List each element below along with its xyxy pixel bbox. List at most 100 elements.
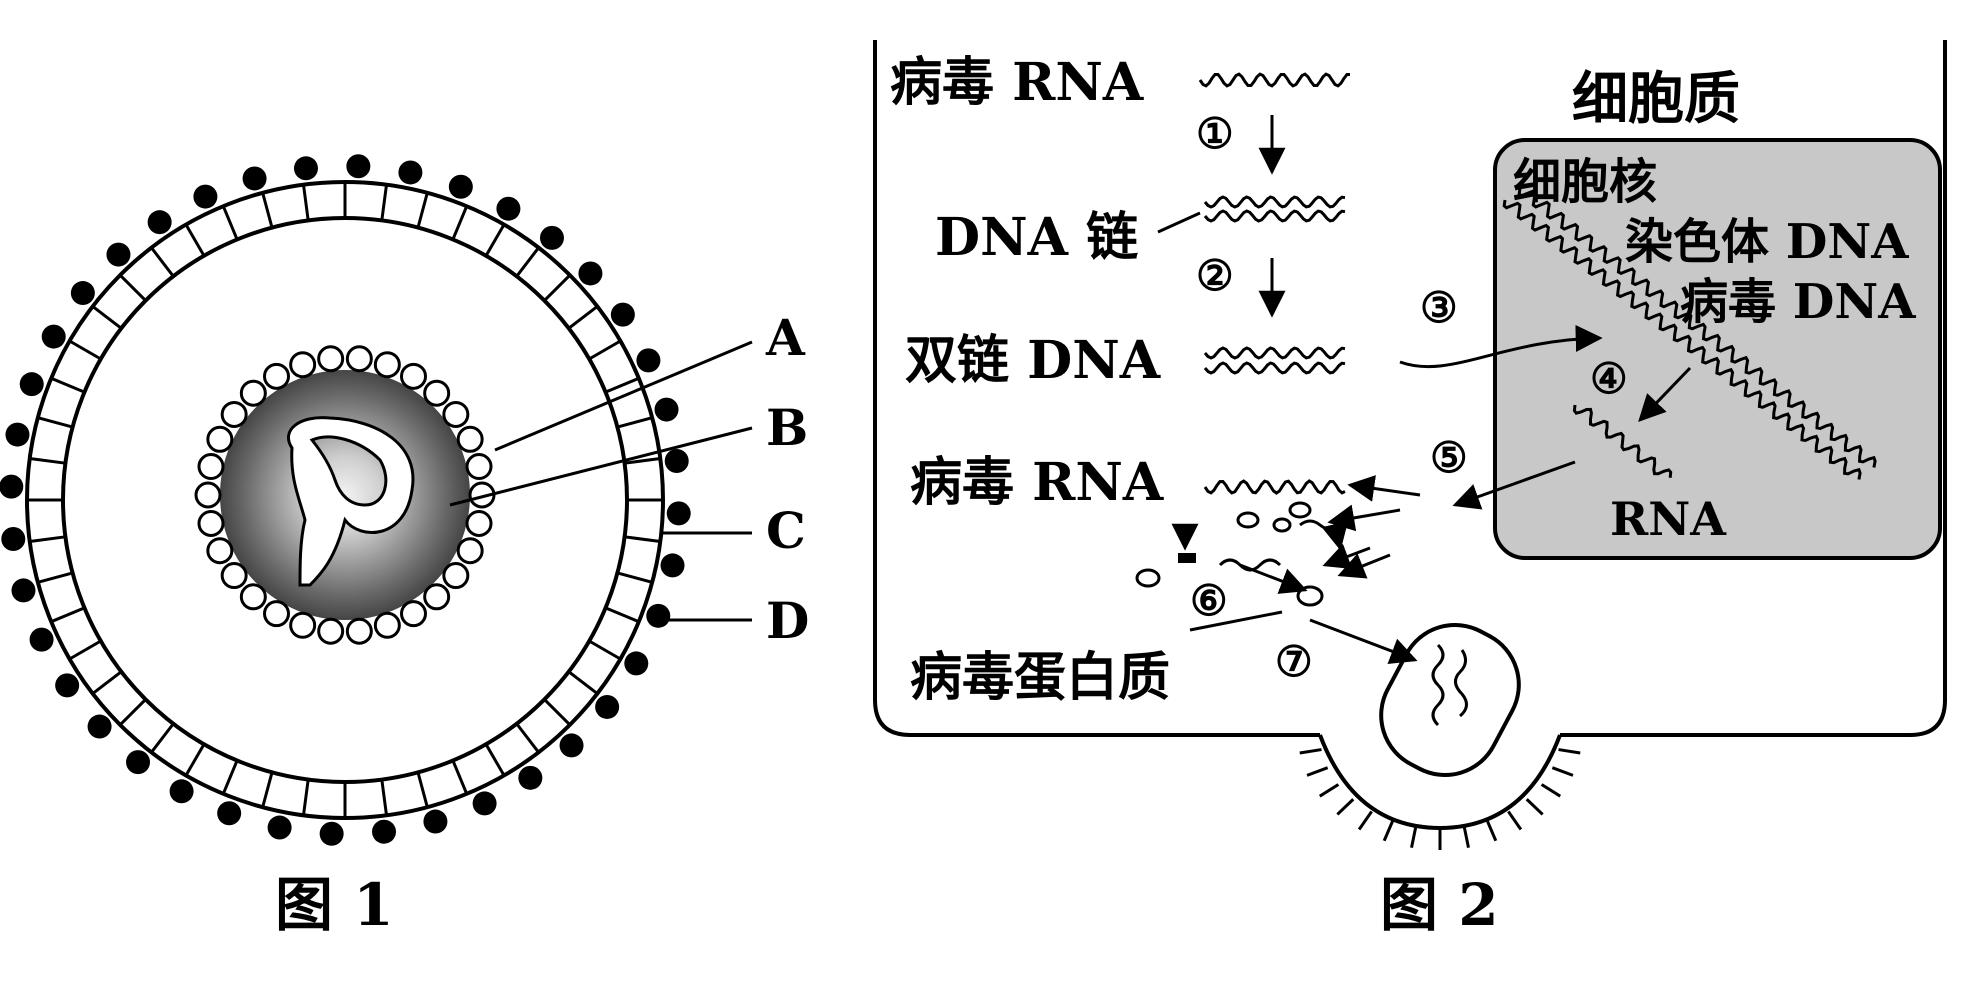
surface-dot [539, 225, 564, 250]
capsid-bead [289, 611, 317, 639]
envelope-segment-line [567, 305, 599, 330]
budding-virus [1379, 622, 1521, 778]
envelope-segment-line [50, 606, 86, 624]
label-d: D [766, 591, 809, 650]
surface-dot [646, 603, 671, 628]
surface-dot [346, 154, 371, 179]
surface-dot [496, 196, 521, 221]
ribosome [1236, 511, 1260, 529]
ribosome [1288, 501, 1312, 519]
step-5: ⑤ [1430, 433, 1468, 482]
nucleus-label: 细胞核 [1513, 154, 1657, 210]
surface-dot [217, 801, 242, 826]
envelope-segment-line [604, 376, 640, 394]
envelope-segment-line [37, 571, 73, 584]
cytoplasm-label: 细胞质 [1572, 66, 1740, 132]
capsid-bead [220, 562, 248, 590]
budding-spike [1540, 783, 1562, 798]
envelope-segment-line [416, 772, 429, 808]
envelope-segment-line [617, 571, 653, 584]
step-6: ⑥ [1190, 576, 1228, 625]
figure-1-caption: 图 1 [275, 871, 394, 939]
envelope-segment-line [588, 639, 622, 661]
capsid-bead [442, 562, 470, 590]
budding-spike [1507, 810, 1523, 831]
envelope-segment-line [68, 339, 102, 361]
surface-dot [106, 242, 131, 267]
capsid-bead [465, 509, 493, 537]
surface-dot [654, 397, 679, 422]
ribosome [1272, 517, 1292, 533]
surface-dot [11, 578, 36, 603]
envelope-segment-line [484, 223, 506, 257]
surface-dot [126, 750, 151, 775]
dna-strand-a [1203, 195, 1346, 209]
capsid-bead [345, 345, 373, 373]
surface-dot [595, 694, 620, 719]
viral-rna-strand [287, 416, 415, 587]
step-7-arrow [1309, 618, 1418, 664]
envelope-segment-line [302, 779, 310, 816]
envelope-segment-line [221, 205, 239, 241]
capsid-bead [373, 611, 401, 639]
surface-dot [472, 791, 497, 816]
viral-protein-label: 病毒蛋白质 [910, 647, 1170, 708]
double-dna-a [1203, 346, 1346, 360]
surface-dot [0, 474, 24, 499]
viral-rna-top-label: 病毒 RNA [890, 52, 1144, 113]
surface-dot [448, 174, 473, 199]
surface-dot [193, 184, 218, 209]
capsid-bead [442, 400, 470, 428]
surface-dot [41, 324, 66, 349]
envelope-segment-line [119, 698, 147, 726]
translation-arrow-2 [1322, 543, 1371, 570]
surface-dot [319, 821, 344, 846]
envelope-segment-line [184, 743, 206, 777]
envelope-segments [27, 182, 663, 818]
step-1: ① [1196, 109, 1234, 158]
viral-rna-top [1198, 72, 1350, 88]
envelope-segment-line [451, 205, 469, 241]
envelope-segment-line [567, 670, 599, 695]
budding-spike [1336, 798, 1355, 816]
envelope-segment-line [543, 698, 571, 726]
surface-dot [518, 765, 543, 790]
capsid-bead [263, 362, 290, 390]
capsid-bead [456, 425, 484, 453]
budding-spike [1558, 748, 1581, 755]
surface-dot [398, 160, 423, 185]
surface-dot [169, 779, 194, 804]
viral-rna-mid-label: 病毒 RNA [910, 452, 1164, 513]
surface-glycoprotein-dots [0, 154, 691, 846]
double-dna-b [1203, 361, 1346, 375]
surface-dot [55, 673, 80, 698]
envelope-segment-line [68, 639, 102, 661]
envelope-segment-line [29, 457, 66, 465]
budding-spike [1551, 766, 1574, 777]
envelope-segment-line [604, 606, 640, 624]
step-4: ④ [1590, 354, 1628, 403]
envelope-segment-line [515, 722, 540, 754]
cell-membrane [873, 40, 1947, 737]
label-a: A [765, 308, 806, 367]
surface-dot [147, 210, 172, 235]
surface-dot [70, 281, 95, 306]
budding-spike [1318, 783, 1340, 798]
envelope-segment-line [221, 759, 239, 795]
envelope-segment-line [380, 779, 388, 816]
budding-spike [1485, 819, 1498, 842]
capsid-bead [220, 400, 248, 428]
dna-strand-b [1203, 209, 1346, 223]
dna-strand-leader [1157, 211, 1201, 234]
step-7: ⑦ [1275, 637, 1313, 686]
capsid-bead [456, 537, 484, 565]
capsid-bead [206, 537, 234, 565]
step-2: ② [1196, 251, 1234, 300]
envelope-segment-line [515, 246, 540, 278]
envelope-segment-line [380, 184, 388, 221]
envelope-segment-line [484, 743, 506, 777]
surface-dot [559, 733, 584, 758]
envelope-segment-line [150, 246, 175, 278]
surface-dot [624, 651, 649, 676]
envelope-segment-line [302, 184, 310, 221]
